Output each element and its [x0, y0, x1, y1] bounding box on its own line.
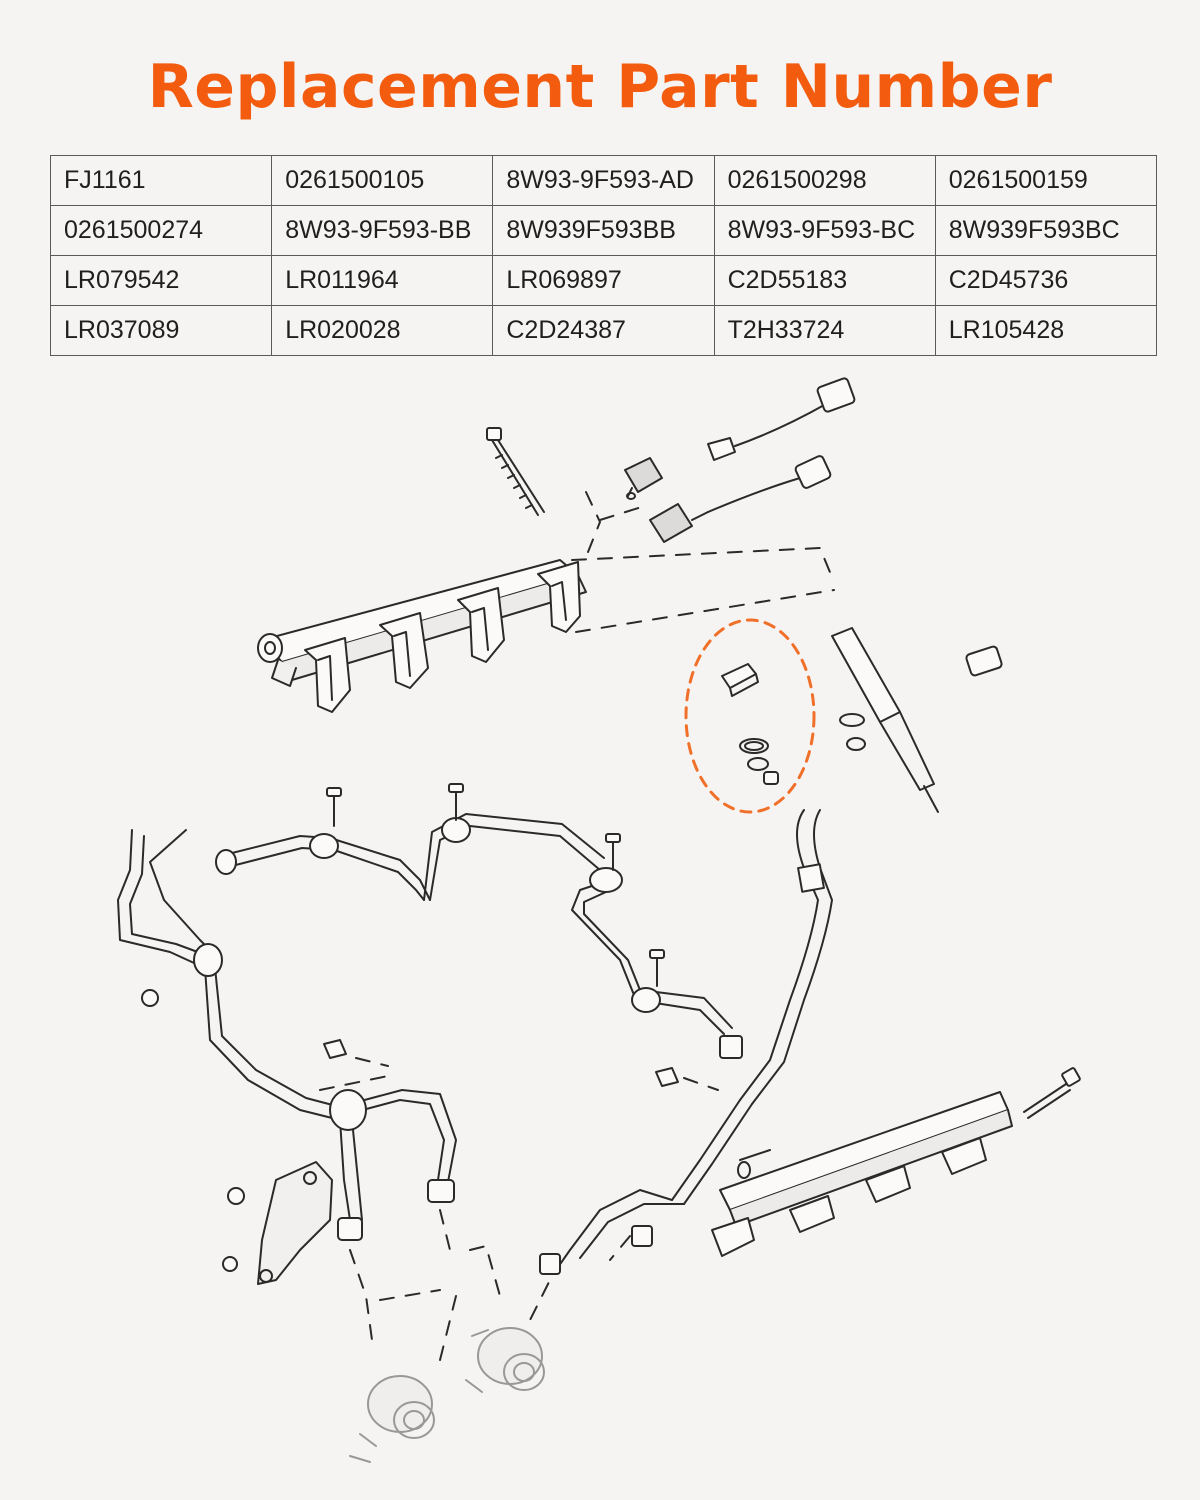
bolt [326, 787, 342, 827]
table-cell: 8W939F593BB [492, 205, 715, 256]
table-cell: 8W93-9F593-BC [713, 205, 936, 256]
fuel-feed-line [671, 809, 833, 1205]
table-cell: LR105428 [934, 305, 1158, 356]
table-cell: 0261500274 [49, 205, 273, 256]
o-ring [739, 738, 769, 754]
injector-cup [789, 1195, 835, 1233]
bolt [605, 833, 621, 871]
table-cell: FJ1161 [49, 155, 273, 206]
pump-bracket [257, 1161, 333, 1285]
table-cell: LR037089 [49, 305, 273, 356]
page-title: Replacement Part Number [147, 52, 1053, 122]
table-row: 0261500274 8W93-9F593-BB 8W939F593BB 8W9… [49, 205, 1158, 256]
injector-cup [711, 1217, 755, 1257]
bolt [323, 1039, 347, 1059]
table-cell: 8W939F593BC [934, 205, 1158, 256]
crossover-line [215, 813, 743, 1059]
table-cell: C2D45736 [934, 255, 1158, 306]
bolt [227, 1187, 245, 1205]
pressure-sensor [649, 455, 832, 543]
table-cell: LR020028 [271, 305, 494, 356]
injector-cup [457, 587, 505, 663]
seal-sleeve [763, 771, 779, 785]
table-row: LR079542 LR011964 LR069897 C2D55183 C2D4… [49, 255, 1158, 306]
fuel-system-exploded-diagram [117, 377, 1081, 1463]
injector-cup [379, 612, 429, 689]
rail-bolt [1023, 1067, 1081, 1119]
bolt [141, 989, 159, 1007]
table-cell: C2D55183 [713, 255, 936, 306]
table-cell: C2D24387 [492, 305, 715, 356]
table-cell: 0261500159 [934, 155, 1158, 206]
assembly-guide-lines [571, 491, 835, 633]
bolt [655, 1067, 679, 1087]
seal-kit-highlight [684, 618, 816, 814]
table-cell: LR011964 [271, 255, 494, 306]
assembly-guide-lines [319, 1057, 719, 1361]
bolt [222, 1256, 238, 1272]
table-row: FJ1161 0261500105 8W93-9F593-AD 02615002… [49, 155, 1158, 206]
table-cell: T2H33724 [713, 305, 936, 356]
fuel-pump [465, 1327, 545, 1393]
injector-cup [537, 561, 581, 633]
fuel-line-harness [117, 829, 457, 1241]
table-cell: LR079542 [49, 255, 273, 306]
bolt [448, 783, 464, 821]
injector-cup [941, 1137, 987, 1175]
retaining-clip [965, 645, 1003, 677]
fuel-pump [349, 1375, 435, 1463]
upper-fuel-rail [257, 559, 587, 713]
o-ring [747, 757, 769, 771]
retaining-clip [721, 663, 759, 697]
table-cell: 8W93-9F593-AD [492, 155, 715, 206]
table-cell: LR069897 [492, 255, 715, 306]
part-number-table: FJ1161 0261500105 8W93-9F593-AD 02615002… [49, 155, 1158, 356]
injector-cup [304, 637, 351, 713]
table-row: LR037089 LR020028 C2D24387 T2H33724 LR10… [49, 305, 1158, 356]
fuel-injector [831, 627, 1003, 813]
table-cell: 0261500105 [271, 155, 494, 206]
injector-cup [865, 1165, 911, 1203]
pressure-sensor [624, 457, 663, 500]
table-cell: 8W93-9F593-BB [271, 205, 494, 256]
pump-feed-line [539, 1189, 685, 1275]
lower-fuel-rail [711, 1091, 1013, 1257]
table-cell: 0261500298 [713, 155, 936, 206]
rail-bolt [486, 427, 545, 516]
sensor-connector [707, 377, 856, 461]
bolt [649, 949, 665, 987]
